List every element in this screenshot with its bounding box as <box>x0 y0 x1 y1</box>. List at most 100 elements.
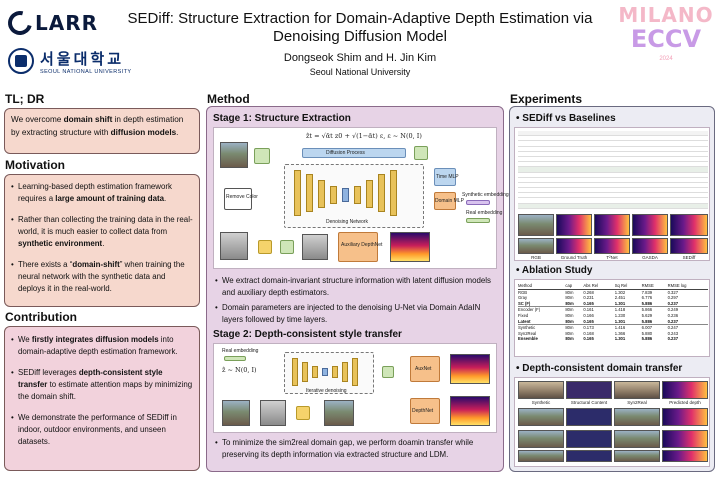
stage2-depth-bottom <box>450 396 490 426</box>
unet-bar <box>292 358 298 386</box>
unet-bottleneck <box>322 368 328 376</box>
stage2-depth-top <box>450 354 490 384</box>
stage2-auxnet-label: AuxNet <box>415 366 432 372</box>
stage1-input-image <box>220 142 248 168</box>
unet-bar <box>332 366 338 378</box>
list-item: We extract domain-invariant structure in… <box>215 275 497 299</box>
caption-syn2real: Syn2Real <box>627 400 647 405</box>
baselines-table <box>518 131 708 209</box>
ablation-figure: Method cap Abs Rel Sq Rel RMSE RMSE log … <box>514 279 710 357</box>
baseline-sediff-image <box>670 238 708 254</box>
stage2-depthnet-block <box>410 398 440 424</box>
domain-mlp-label: Domain MLP <box>435 198 464 204</box>
baseline-gasda-image <box>632 238 668 254</box>
baseline-t2net-image <box>594 238 630 254</box>
stage2-real-embedding-bar <box>224 356 246 361</box>
caption-rgb: RGB <box>531 255 541 260</box>
baseline-gt-image <box>556 214 592 236</box>
transfer-structure-image <box>566 450 612 462</box>
transfer-structure-image <box>566 381 612 399</box>
method-heading: Method <box>207 92 250 106</box>
stage2-equation: ẑ ~ N(0, I) <box>222 366 257 374</box>
stage1-equation: ẑt = √ᾱt z0 + √(1−ᾱt) ε, ε ~ N(0, I) <box>306 132 422 140</box>
stage1-gray-image <box>220 232 248 260</box>
stage2-transfer-image <box>324 400 354 426</box>
unet-bar <box>318 180 325 208</box>
larr-logo: LARR <box>3 6 108 40</box>
caption-depth: Predicted depth <box>669 400 701 405</box>
caption-gasda: GASDA <box>642 255 658 260</box>
transfer-depth-image <box>662 381 708 399</box>
eccv-logo-top: MILANO <box>618 3 714 27</box>
stage2-auxnet-block <box>410 356 440 382</box>
stage2-synthetic-image <box>222 400 250 426</box>
unet-bar <box>378 174 385 212</box>
transfer-depth-image <box>662 408 708 426</box>
snu-emblem-icon <box>8 48 34 74</box>
snu-logo-korean: 서울대학교 <box>40 49 125 68</box>
caption-t2net: T²Net <box>606 255 618 260</box>
tldr-heading: TL; DR <box>5 92 45 106</box>
unet-bar <box>366 180 373 208</box>
stage2-real-embedding-label: Real embedding <box>222 348 259 354</box>
list-item: There exists a “domain-shift” when train… <box>11 259 193 295</box>
unet-bar <box>302 362 308 382</box>
poster-affiliation: Seoul National University <box>309 67 411 77</box>
snu-logo: 서울대학교 SEOUL NATIONAL UNIVERSITY <box>8 44 138 78</box>
transfer-synthetic-image <box>518 430 564 448</box>
poster-title: SEDiff: Structure Extraction for Domain-… <box>127 10 593 45</box>
stage2-structure-image <box>260 400 286 426</box>
stage1-structure-image <box>302 234 328 260</box>
larr-logo-text: LARR <box>35 11 99 35</box>
transfer-structure-image <box>566 408 612 426</box>
contribution-list: We firstly integrates diffusion models i… <box>11 334 193 448</box>
stage1-bullets: We extract domain-invariant structure in… <box>215 275 497 329</box>
transfer-syn2real-image <box>614 408 660 426</box>
unet-bar <box>390 170 397 216</box>
list-item: We firstly integrates diffusion models i… <box>11 334 193 358</box>
baseline-rgb-image <box>518 238 554 254</box>
caption-structure: Structural Content <box>570 400 608 405</box>
experiments-box: SEDiff vs Baselines RGB Ground Truth T²N… <box>509 106 715 472</box>
motivation-box: Learning-based depth estimation framewor… <box>4 174 200 307</box>
transfer-syn2real-image <box>614 381 660 399</box>
motivation-list: Learning-based depth estimation framewor… <box>11 181 193 295</box>
stage2-structure-block <box>296 406 310 420</box>
aux-depthnet-label: Auxiliary DepthNet <box>341 242 383 248</box>
caption-gt: Ground Truth <box>560 255 588 260</box>
stage2-bullets: To minimize the sim2real domain gap, we … <box>215 437 499 461</box>
unet-bar <box>306 174 313 212</box>
stage2-latent-out <box>382 366 394 378</box>
list-item: We demonstrate the performance of SEDiff… <box>11 412 193 448</box>
method-box: Stage 1: Structure Extraction ẑt = √ᾱt z… <box>206 106 509 472</box>
snu-logo-english: SEOUL NATIONAL UNIVERSITY <box>40 68 132 75</box>
experiments-sub-transfer: Depth-consistent domain transfer <box>516 363 682 374</box>
iterative-denoising-frame <box>284 352 374 394</box>
remove-color-label: Remove Color <box>226 194 258 200</box>
real-embedding-label: Real embedding <box>466 210 503 216</box>
synthetic-embedding-bar <box>466 200 490 205</box>
experiments-heading: Experiments <box>510 92 583 106</box>
stage1-figure: ẑt = √ᾱt z0 + √(1−ᾱt) ε, ε ~ N(0, I) Dif… <box>213 127 509 269</box>
list-item: SEDiff leverages depth-consistent style … <box>11 367 193 403</box>
experiments-sub-ablation: Ablation Study <box>516 265 593 276</box>
experiments-sub-baselines: SEDiff vs Baselines <box>516 113 615 124</box>
transfer-synthetic-image <box>518 381 564 399</box>
stage1-title: Stage 1: Structure Extraction <box>213 113 351 124</box>
contribution-box: We firstly integrates diffusion models i… <box>4 326 200 471</box>
transfer-depth-image <box>662 430 708 448</box>
aux-depthnet-block <box>338 232 378 262</box>
tldr-text: We overcome domain shift in depth estima… <box>11 115 184 137</box>
list-item: Domain parameters are injected to the de… <box>215 302 497 326</box>
noisy-latent-block <box>414 146 428 160</box>
baseline-gasda-image <box>632 214 668 236</box>
stage1-latent-block <box>280 240 294 254</box>
unet-bar <box>312 366 318 378</box>
stage1-depth-output <box>390 232 430 262</box>
